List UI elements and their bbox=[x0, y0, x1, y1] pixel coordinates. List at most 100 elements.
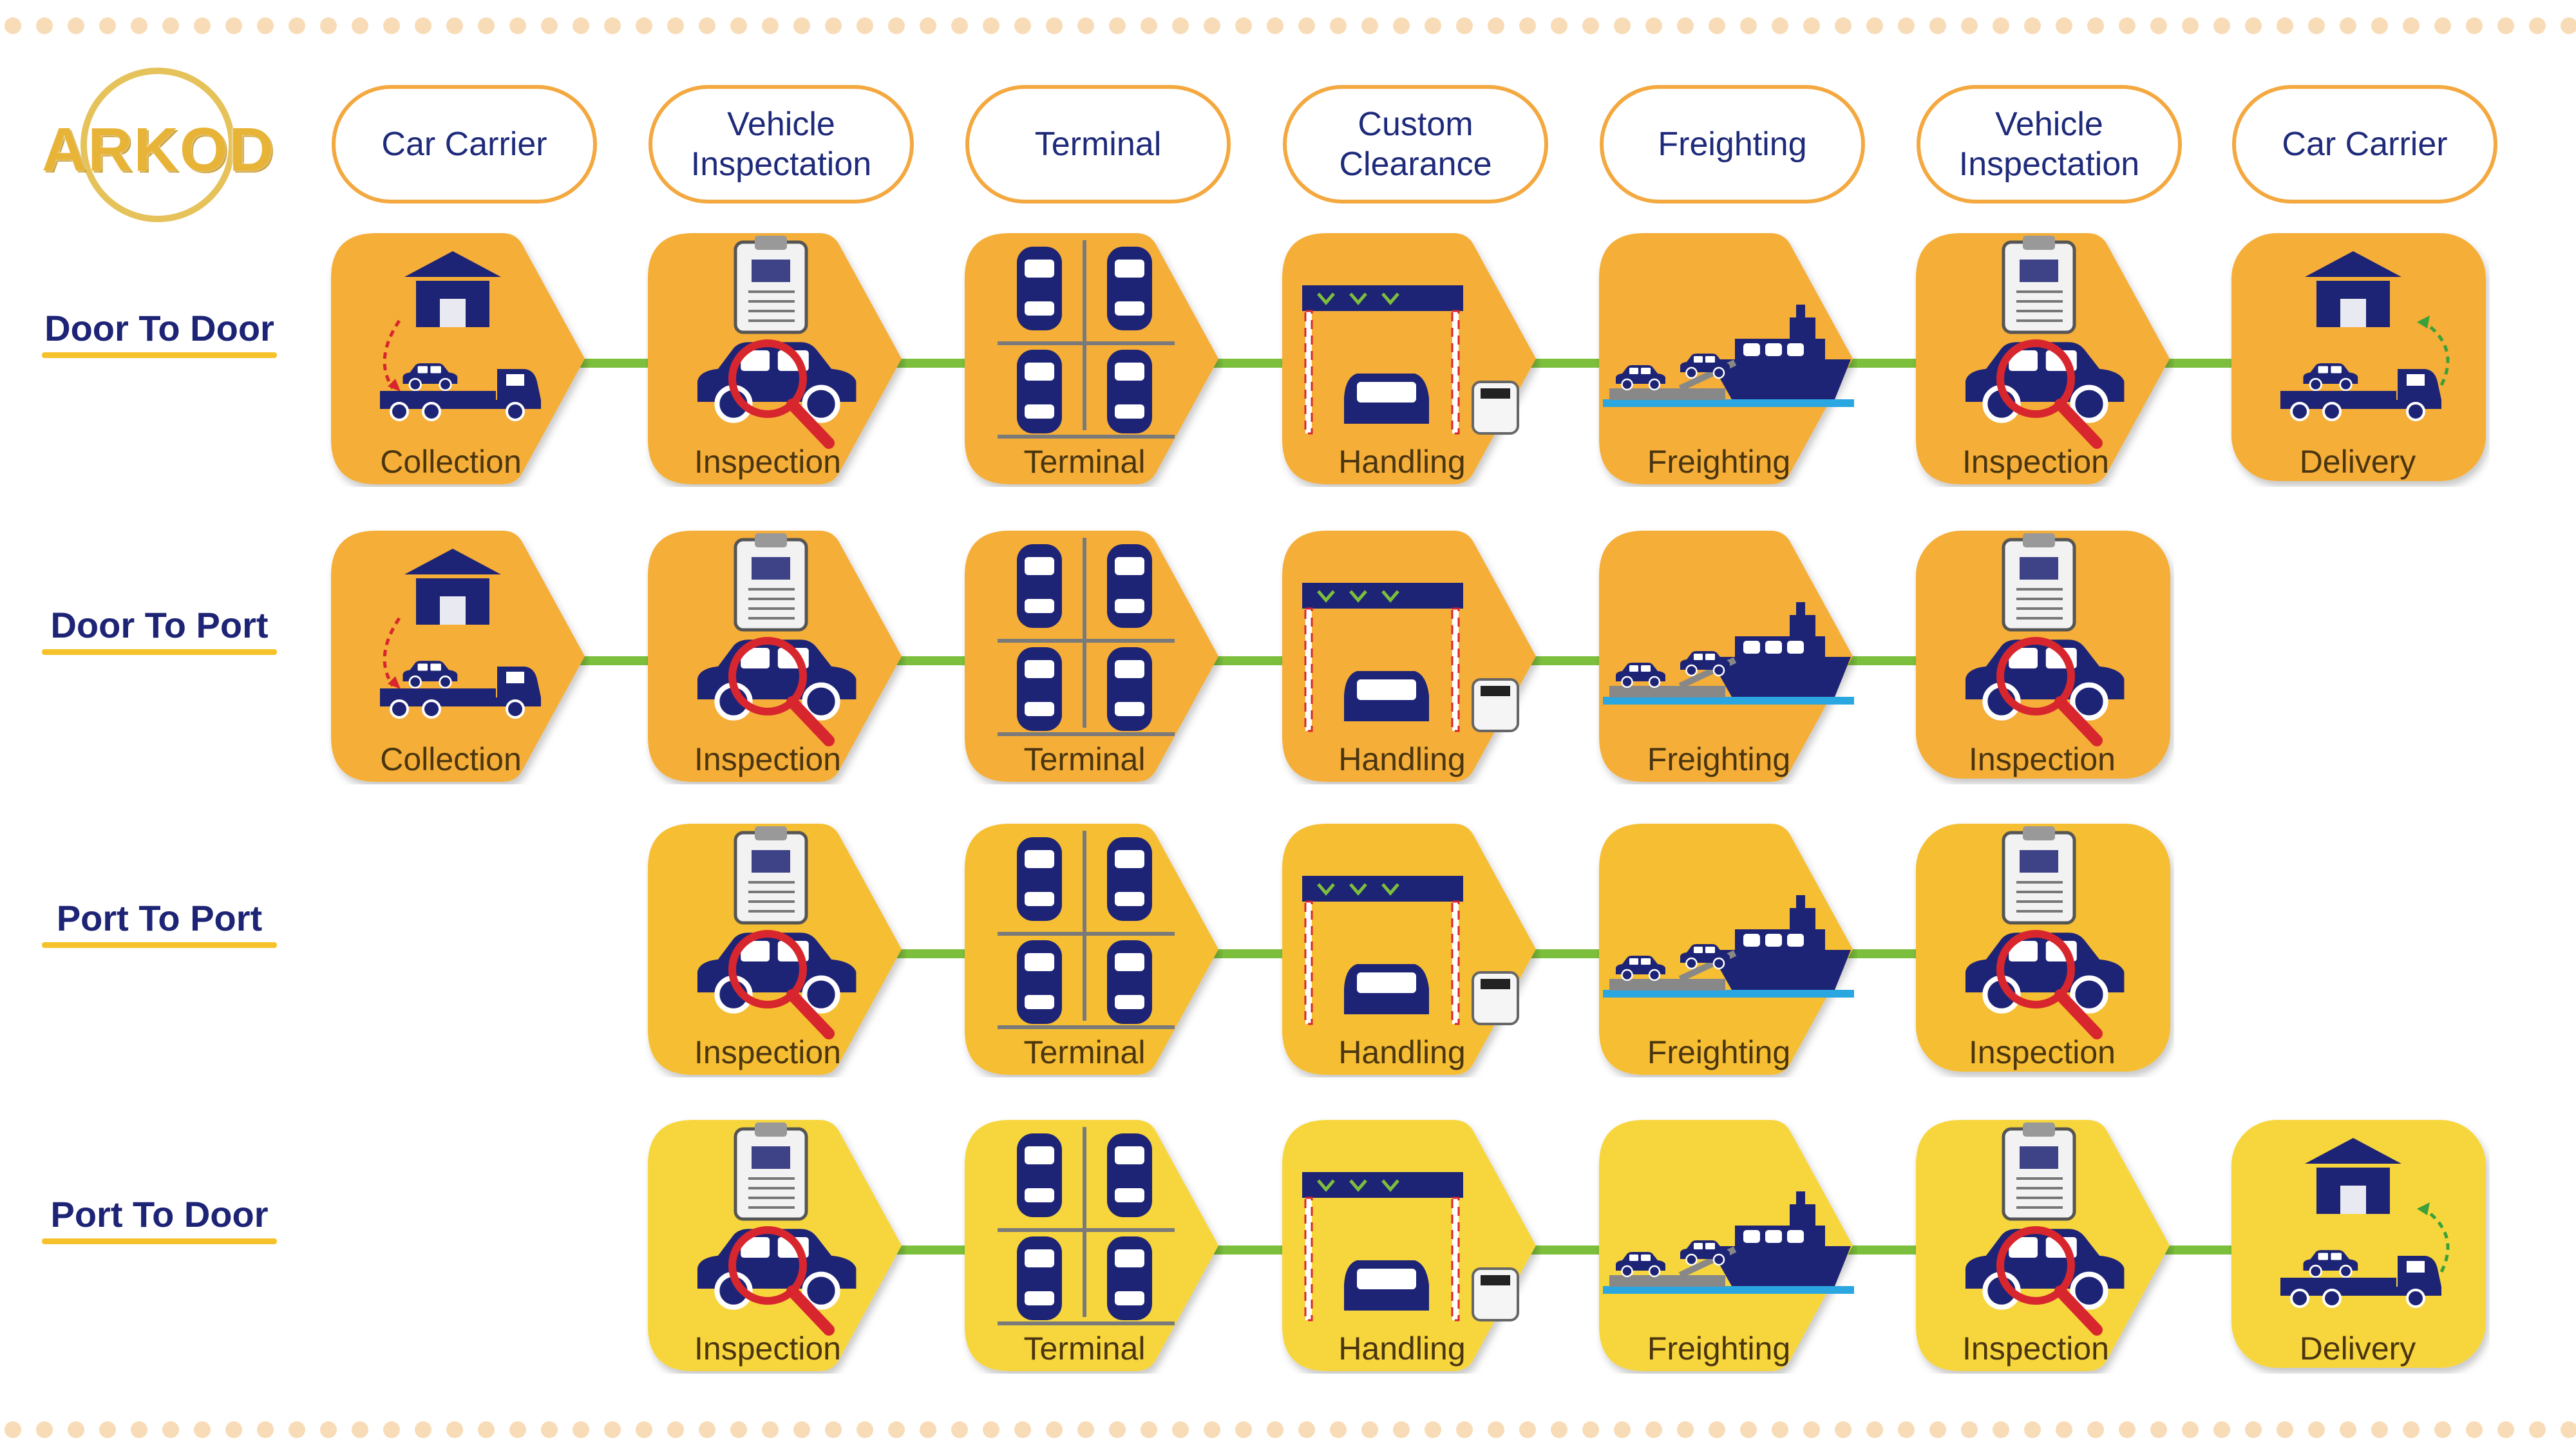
inspection-icon bbox=[697, 1122, 857, 1336]
step-tile-handling: Handling bbox=[1280, 1117, 1540, 1374]
collection-icon bbox=[380, 251, 541, 421]
step-label: Inspection bbox=[694, 1331, 841, 1367]
column-header: Vehicle Inspectation bbox=[649, 85, 914, 204]
step-label: Collection bbox=[380, 741, 522, 777]
delivery-icon bbox=[2280, 1138, 2450, 1308]
column-header-label: Car Carrier bbox=[381, 126, 547, 163]
row-label: Port To Port bbox=[56, 898, 263, 938]
flow-connector bbox=[890, 949, 975, 958]
step-label: Inspection bbox=[1962, 1331, 2109, 1367]
inspection-icon bbox=[697, 236, 857, 449]
step-tile-handling: Handling bbox=[1280, 528, 1540, 784]
flow-connector bbox=[573, 656, 658, 665]
step-tile-inspection: Inspection bbox=[645, 528, 906, 784]
step-label: Inspection bbox=[1962, 444, 2109, 480]
step-label: Inspection bbox=[694, 741, 841, 777]
terminal-icon bbox=[998, 240, 1175, 439]
inspection-icon bbox=[697, 533, 857, 746]
flow-connector bbox=[2158, 359, 2242, 368]
handling-icon bbox=[1302, 285, 1519, 435]
inspection-icon bbox=[1965, 533, 2125, 746]
step-label: Handling bbox=[1338, 741, 1466, 777]
dotted-border-bottom bbox=[5, 1421, 2576, 1438]
handling-icon bbox=[1302, 583, 1519, 732]
step-tile-delivery: Delivery bbox=[2229, 231, 2490, 487]
row-label-underline bbox=[42, 352, 277, 358]
row-label-underline bbox=[42, 942, 277, 948]
column-header-label: Vehicle Inspectation bbox=[1958, 106, 2140, 183]
step-label: Delivery bbox=[2299, 1331, 2416, 1367]
flow-connector bbox=[890, 1245, 975, 1255]
flow-connector bbox=[1207, 1245, 1293, 1255]
flow-connector bbox=[1207, 359, 1293, 368]
step-label: Freighting bbox=[1647, 1034, 1791, 1070]
column-header: Freighting bbox=[1600, 85, 1865, 204]
row-label-underline bbox=[42, 649, 277, 655]
freighting-icon bbox=[1603, 602, 1854, 705]
step-tile-inspection: Inspection bbox=[1913, 1117, 2174, 1374]
step-tile-freighting: Freighting bbox=[1596, 231, 1857, 487]
flow-connector bbox=[1524, 1245, 1609, 1255]
step-label: Inspection bbox=[1969, 741, 2116, 777]
flow-connector bbox=[1841, 1245, 1926, 1255]
column-header: Car Carrier bbox=[2232, 85, 2497, 204]
step-tile-terminal: Terminal bbox=[962, 231, 1223, 487]
tile-background bbox=[1599, 824, 1853, 1075]
flow-connector bbox=[890, 359, 975, 368]
row-label: Port To Door bbox=[50, 1194, 269, 1235]
tile-background bbox=[1599, 531, 1853, 782]
step-tile-inspection: Inspection bbox=[645, 231, 906, 487]
row-label-underline bbox=[42, 1238, 277, 1244]
step-tile-inspection: Inspection bbox=[1913, 821, 2174, 1077]
handling-icon bbox=[1302, 876, 1519, 1025]
freighting-icon bbox=[1603, 895, 1854, 998]
step-label: Inspection bbox=[694, 444, 841, 480]
step-tile-freighting: Freighting bbox=[1596, 1117, 1857, 1374]
step-tile-terminal: Terminal bbox=[962, 821, 1223, 1077]
handling-icon bbox=[1302, 1172, 1519, 1321]
flow-connector bbox=[573, 359, 658, 368]
inspection-icon bbox=[1965, 826, 2125, 1039]
freighting-icon bbox=[1603, 305, 1854, 407]
flow-connector bbox=[1524, 359, 1609, 368]
step-tile-inspection: Inspection bbox=[1913, 528, 2174, 784]
tile-background bbox=[331, 233, 585, 484]
row-label: Door To Door bbox=[44, 308, 274, 348]
column-header-label: Freighting bbox=[1658, 126, 1807, 163]
dotted-border-top bbox=[5, 17, 2576, 34]
step-label: Terminal bbox=[1023, 1331, 1146, 1367]
flow-connector bbox=[1524, 949, 1609, 958]
tile-background bbox=[1599, 1120, 1853, 1371]
step-tile-freighting: Freighting bbox=[1596, 821, 1857, 1077]
column-header: Car Carrier bbox=[332, 85, 597, 204]
logo-ring bbox=[80, 68, 235, 222]
flow-connector bbox=[890, 656, 975, 665]
flow-connector bbox=[1841, 359, 1926, 368]
tile-background bbox=[331, 531, 585, 782]
step-label: Terminal bbox=[1023, 444, 1146, 480]
step-label: Handling bbox=[1338, 444, 1466, 480]
collection-icon bbox=[380, 549, 541, 719]
step-label: Inspection bbox=[694, 1034, 841, 1070]
column-header: Custom Clearance bbox=[1283, 85, 1548, 204]
step-tile-handling: Handling bbox=[1280, 231, 1540, 487]
step-tile-freighting: Freighting bbox=[1596, 528, 1857, 784]
inspection-icon bbox=[697, 826, 857, 1039]
tile-background bbox=[1599, 233, 1853, 484]
logo-text: ARKOD bbox=[42, 115, 275, 184]
column-header: Vehicle Inspectation bbox=[1917, 85, 2182, 204]
step-tile-delivery: Delivery bbox=[2229, 1117, 2490, 1374]
step-tile-collection: Collection bbox=[328, 528, 589, 784]
flow-connector bbox=[1207, 656, 1293, 665]
flow-connector bbox=[1207, 949, 1293, 958]
inspection-icon bbox=[1965, 1122, 2125, 1336]
step-label: Terminal bbox=[1023, 741, 1146, 777]
step-label: Freighting bbox=[1647, 1331, 1791, 1367]
step-label: Inspection bbox=[1969, 1034, 2116, 1070]
terminal-icon bbox=[998, 831, 1175, 1029]
step-tile-inspection: Inspection bbox=[1913, 231, 2174, 487]
column-header-label: Car Carrier bbox=[2282, 126, 2448, 163]
column-header-label: Terminal bbox=[1034, 126, 1162, 163]
row-label: Door To Port bbox=[50, 605, 269, 645]
step-tile-collection: Collection bbox=[328, 231, 589, 487]
